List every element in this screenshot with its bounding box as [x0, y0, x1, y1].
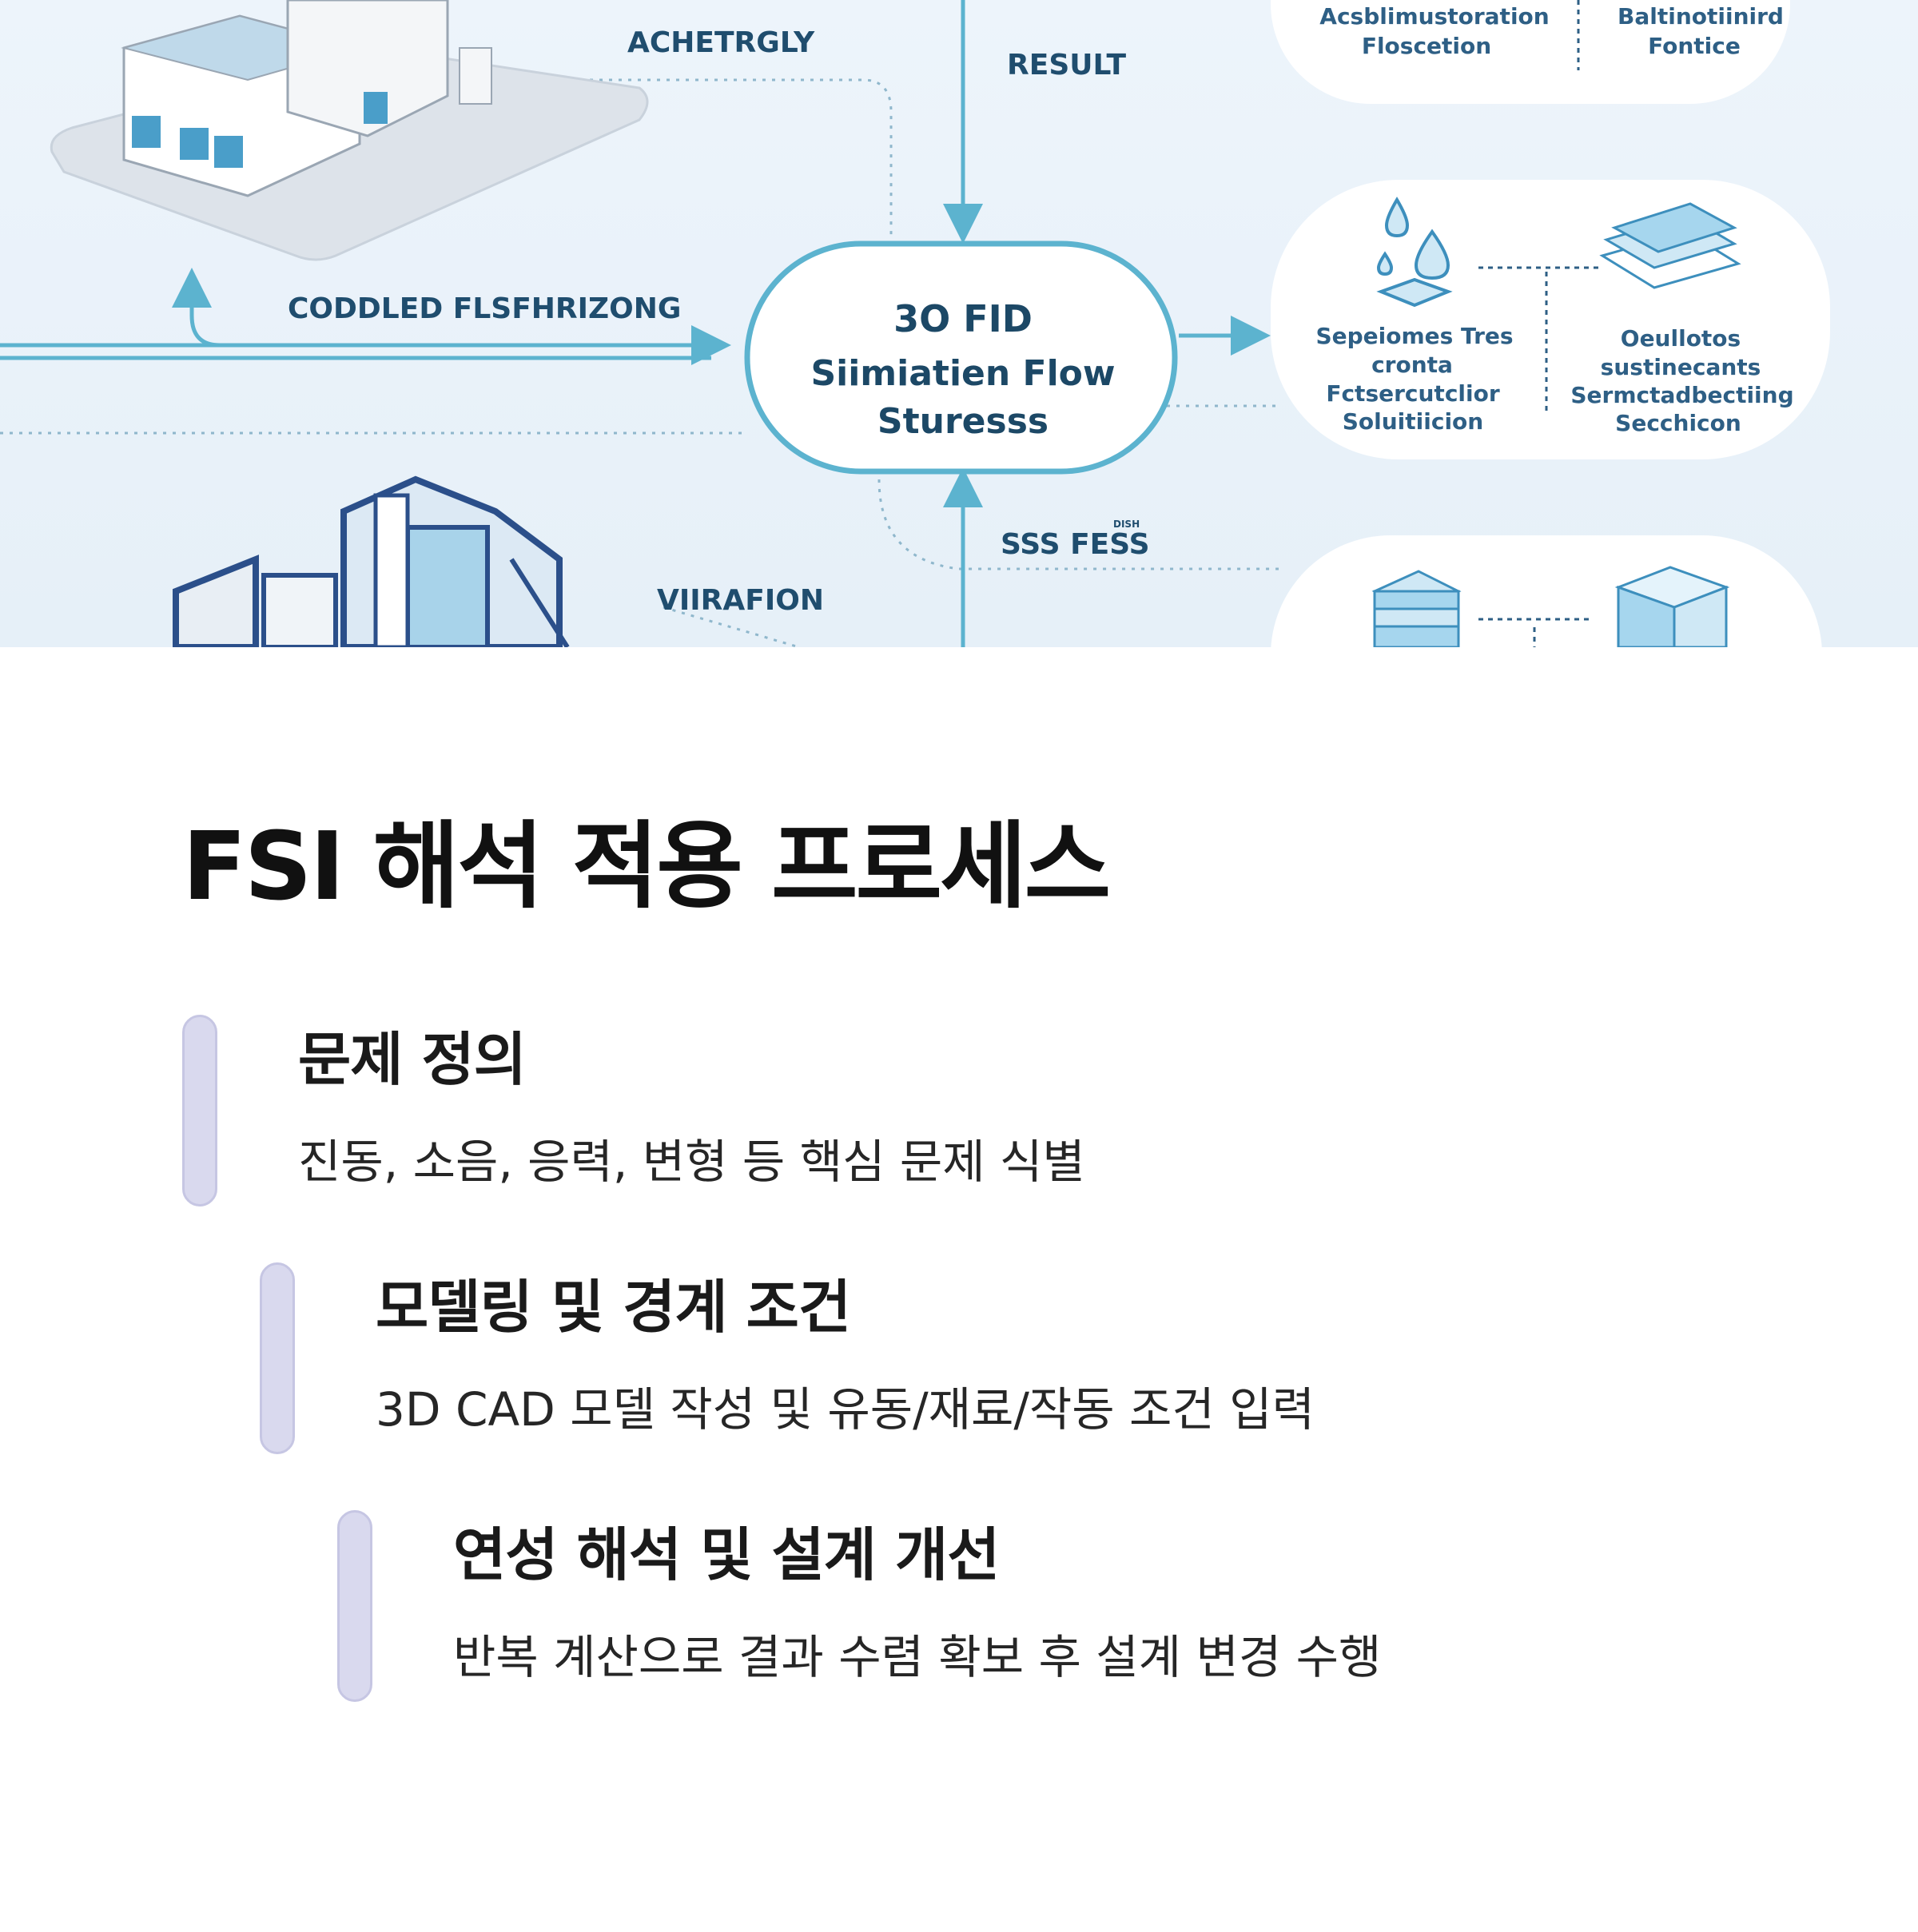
- label-result: RESULT: [1007, 49, 1126, 81]
- diagram-svg: 3O FID Siimiatien Flow Sturesss ACHETRGL…: [0, 0, 1830, 647]
- container-box-icon: [1614, 566, 1730, 647]
- label-coddled: CODDLED FLSFHRIZONG: [288, 292, 681, 325]
- process-section: FSI 해석 적용 프로세스 문제 정의 진동, 소음, 응력, 변형 등 핵심…: [0, 647, 1918, 1932]
- step-heading: 문제 정의: [298, 1026, 527, 1093]
- card-mid-left-1: Sepeiomes Tres: [1315, 323, 1513, 349]
- card-mid-right-4: Secchicon: [1615, 410, 1741, 436]
- card-mid-right-3: Sermctadbectiing: [1570, 382, 1793, 408]
- process-step-3: 연성 해석 및 설계 개선 반복 계산으로 결과 수렴 확보 후 설계 변경 수…: [337, 1510, 1896, 1702]
- card-top-left-1: Acsblimustoration: [1319, 3, 1549, 30]
- circuit-board-icon: [1599, 202, 1741, 289]
- industrial-structure-icon: [173, 475, 570, 647]
- center-line-3: Sturesss: [877, 401, 1049, 442]
- label-sss-fess-small: DISH: [1113, 519, 1140, 530]
- label-virafion: VIIRAFION: [657, 584, 824, 617]
- output-card-top: Acsblimustoration Floscetion Baltinotiin…: [1271, 0, 1790, 104]
- step-indicator-bar: [337, 1510, 372, 1702]
- card-mid-left-4: Soluitiicion: [1343, 408, 1483, 435]
- card-mid-left-3: Fctsercutclior: [1326, 380, 1500, 407]
- step-description: 3D CAD 모델 작성 및 유동/재료/작동 조건 입력: [376, 1382, 1315, 1437]
- card-mid-right-2: sustinecants: [1601, 354, 1761, 380]
- center-line-2: Siimiatien Flow: [810, 353, 1115, 394]
- step-indicator-bar: [182, 1015, 217, 1207]
- server-stack-icon: [1371, 570, 1462, 647]
- building-top-left-icon: [50, 0, 649, 261]
- process-step-1: 문제 정의 진동, 소음, 응력, 변형 등 핵심 문제 식별: [182, 1015, 1781, 1207]
- card-mid-left-2: cronta: [1371, 352, 1453, 378]
- dotted-connectors: [0, 78, 1279, 647]
- flow-arrows: [0, 0, 1271, 647]
- label-achetrgly: ACHETRGLY: [627, 26, 815, 59]
- output-card-middle: Sepeiomes Tres cronta Fctsercutclior Sol…: [1271, 180, 1830, 459]
- label-sss-fess: SSS FESS: [1001, 528, 1150, 561]
- step-heading: 모델링 및 경계 조건: [376, 1274, 851, 1341]
- card-top-left-2: Floscetion: [1362, 33, 1491, 59]
- step-heading: 연성 해석 및 설계 개선: [453, 1521, 1000, 1588]
- step-description: 진동, 소음, 응력, 변형 등 핵심 문제 식별: [298, 1135, 1085, 1189]
- process-diagram-image: 3O FID Siimiatien Flow Sturesss ACHETRGL…: [0, 0, 1918, 647]
- step-description: 반복 계산으로 결과 수렴 확보 후 설계 변경 수행: [453, 1630, 1382, 1684]
- page-title: FSI 해석 적용 프로세스: [182, 811, 1111, 921]
- output-card-bottom: [1271, 535, 1822, 647]
- water-droplet-icon: [1376, 197, 1453, 308]
- card-top-right-1: Baltinotiinird: [1618, 3, 1784, 30]
- center-line-1: 3O FID: [893, 297, 1033, 340]
- process-step-2: 모델링 및 경계 조건 3D CAD 모델 작성 및 유동/재료/작동 조건 입…: [260, 1262, 1858, 1454]
- step-indicator-bar: [260, 1262, 295, 1454]
- card-mid-right-1: Oeullotos: [1621, 325, 1741, 352]
- center-process-node: 3O FID Siimiatien Flow Sturesss: [744, 241, 1178, 475]
- card-top-right-2: Fontice: [1648, 33, 1741, 59]
